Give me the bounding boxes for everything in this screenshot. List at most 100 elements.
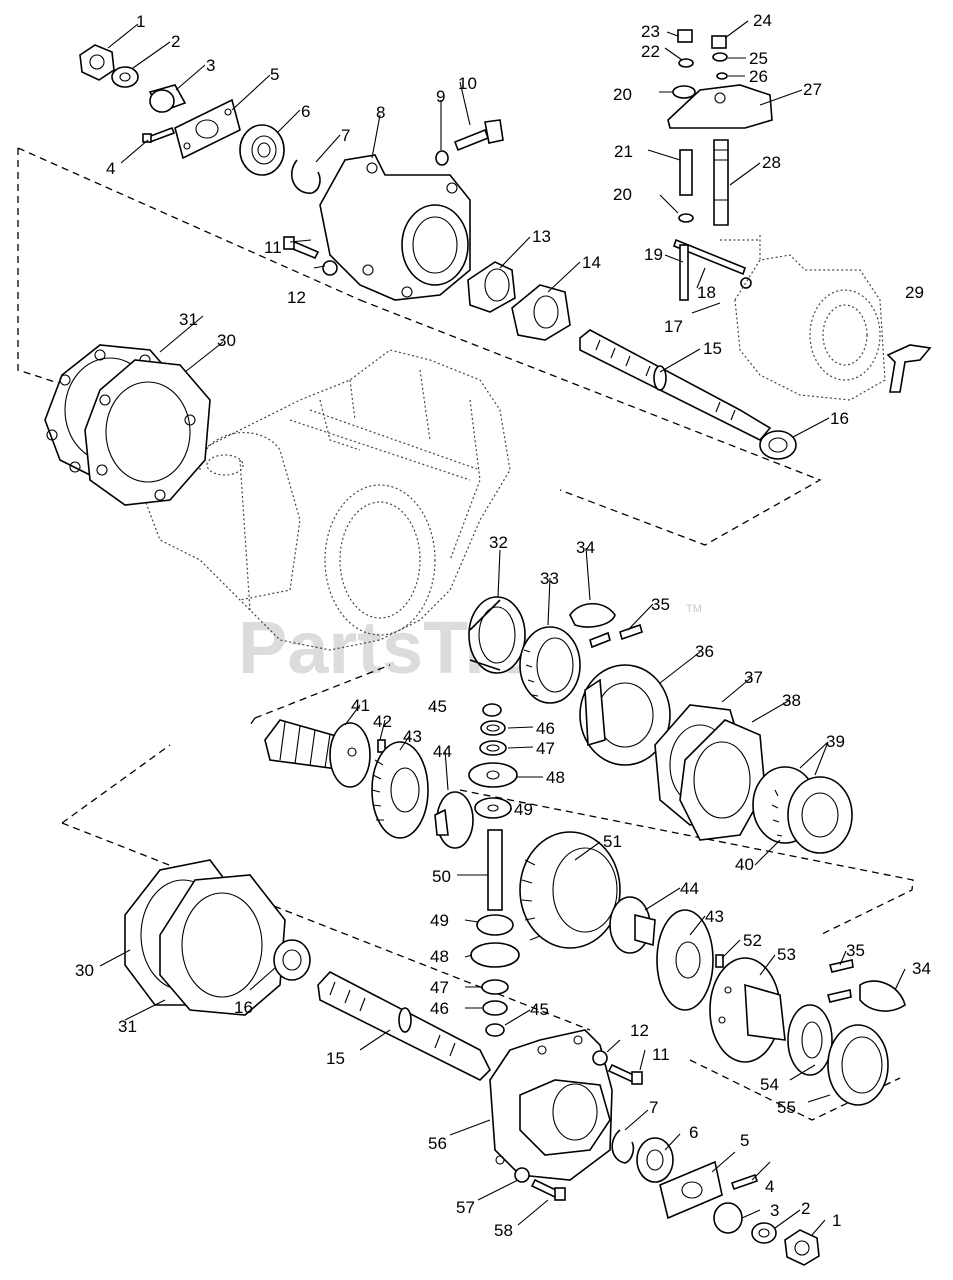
rod-18 (673, 238, 746, 276)
callout-35-lower: 35 (846, 941, 865, 960)
callout-42: 42 (373, 712, 392, 731)
washer-47-lower (481, 979, 509, 995)
washer-2-lower (751, 1222, 777, 1244)
washer-25 (712, 52, 728, 62)
bolt-4-lower (730, 1173, 759, 1191)
transaxle-housing (144, 349, 511, 651)
callout-48-upper: 48 (546, 768, 565, 787)
callout-30-upper: 30 (217, 331, 236, 350)
callout-43-lower: 43 (705, 907, 724, 926)
axle-shaft-15-upper (579, 329, 772, 441)
callout-27: 27 (803, 80, 822, 99)
callout-11-upper: 11 (264, 238, 282, 257)
seal-ring-34-lower (859, 980, 906, 1012)
callout-46-upper: 46 (536, 719, 555, 738)
callout-11-lower: 11 (652, 1045, 670, 1064)
callout-20-bottom: 20 (613, 185, 632, 204)
callout-8: 8 (376, 103, 385, 122)
washer-22 (678, 58, 694, 68)
callout-14: 14 (582, 253, 601, 272)
callout-12-upper: 12 (287, 288, 306, 307)
washer-9 (435, 150, 449, 166)
callout-39: 39 (826, 732, 845, 751)
callout-38: 38 (782, 691, 801, 710)
callout-15-upper: 15 (703, 339, 722, 358)
ring-gear-51 (519, 831, 621, 949)
callout-58: 58 (494, 1221, 513, 1240)
bolt-11-upper (283, 236, 320, 260)
callout-53: 53 (777, 945, 796, 964)
bolts-35-upper (589, 623, 643, 649)
callout-10: 10 (458, 74, 477, 93)
callout-5-lower: 5 (740, 1131, 749, 1150)
bolt-58 (530, 1178, 566, 1201)
callout-6-lower: 6 (689, 1123, 698, 1142)
axle-housing-8-upper (319, 154, 471, 301)
callout-43-upper: 43 (403, 727, 422, 746)
callout-54: 54 (760, 1075, 779, 1094)
callout-2-upper: 2 (171, 32, 180, 51)
washer-46-upper (480, 720, 506, 736)
pinion-gear-44-lower (609, 896, 656, 954)
washer-12-upper (322, 260, 338, 276)
hub-flange-53 (709, 957, 786, 1063)
callout-31-upper: 31 (179, 310, 198, 329)
plate-5-lower (659, 1160, 723, 1220)
callout-7-upper: 7 (341, 126, 350, 145)
watermark-trademark: TM (686, 603, 702, 615)
bearing-cup-32 (468, 596, 526, 674)
washer-57 (514, 1167, 530, 1183)
callout-36: 36 (695, 642, 714, 661)
pin-42 (377, 739, 386, 753)
callout-48-lower: 48 (430, 947, 449, 966)
callout-15-lower: 15 (326, 1049, 345, 1068)
washer-2-upper (111, 66, 139, 88)
axle-housing-56 (489, 1029, 613, 1181)
spider-gear-48-lower (470, 942, 520, 968)
spider-gear-49-upper (474, 797, 512, 819)
bolt-10 (453, 119, 504, 152)
spacer-3-lower (713, 1202, 743, 1234)
hex-nut-1-upper (79, 44, 115, 81)
callout-49-lower: 49 (430, 911, 449, 930)
callout-24: 24 (753, 11, 772, 30)
plate-5-upper (174, 98, 241, 160)
gasket-38 (679, 719, 766, 841)
axle-shaft-15-lower (317, 971, 491, 1081)
spacer-21 (679, 149, 693, 196)
callout-labels: 1 2 3 4 5 6 7 8 9 10 11 12 13 14 15 16 1… (75, 11, 931, 1240)
bearing-40 (771, 789, 783, 837)
cross-shaft-50 (487, 829, 503, 911)
bolt-11-lower (607, 1063, 643, 1085)
callout-47-lower: 47 (430, 978, 449, 997)
middle-assembly-outline (249, 664, 914, 936)
callout-45-upper: 45 (428, 697, 447, 716)
spider-gear-48-upper (468, 762, 518, 788)
callout-32: 32 (489, 533, 508, 552)
washer-12-lower (592, 1050, 608, 1066)
spacer-3-upper (148, 84, 187, 113)
pin-52 (715, 954, 724, 968)
callout-4-upper: 4 (106, 159, 115, 178)
washer-45-upper (482, 703, 502, 717)
callout-3-lower: 3 (770, 1201, 779, 1220)
snap-ring-7-lower (611, 1129, 635, 1164)
callout-55: 55 (777, 1098, 796, 1117)
callout-16-lower: 16 (234, 998, 253, 1017)
callout-1-lower: 1 (832, 1211, 841, 1230)
callout-26: 26 (749, 67, 768, 86)
shift-bracket-27 (667, 84, 773, 129)
callout-52: 52 (743, 931, 762, 950)
callout-13: 13 (532, 227, 551, 246)
callout-46-lower: 46 (430, 999, 449, 1018)
callout-51: 51 (603, 832, 622, 851)
coupler-13 (467, 261, 516, 313)
pin-19 (679, 244, 689, 301)
nut-24 (711, 35, 727, 49)
callout-9: 9 (436, 87, 445, 106)
leader-lines (99, 20, 906, 1236)
callout-20-top: 20 (613, 85, 632, 104)
callout-56: 56 (428, 1134, 447, 1153)
callout-34-lower: 34 (912, 959, 931, 978)
